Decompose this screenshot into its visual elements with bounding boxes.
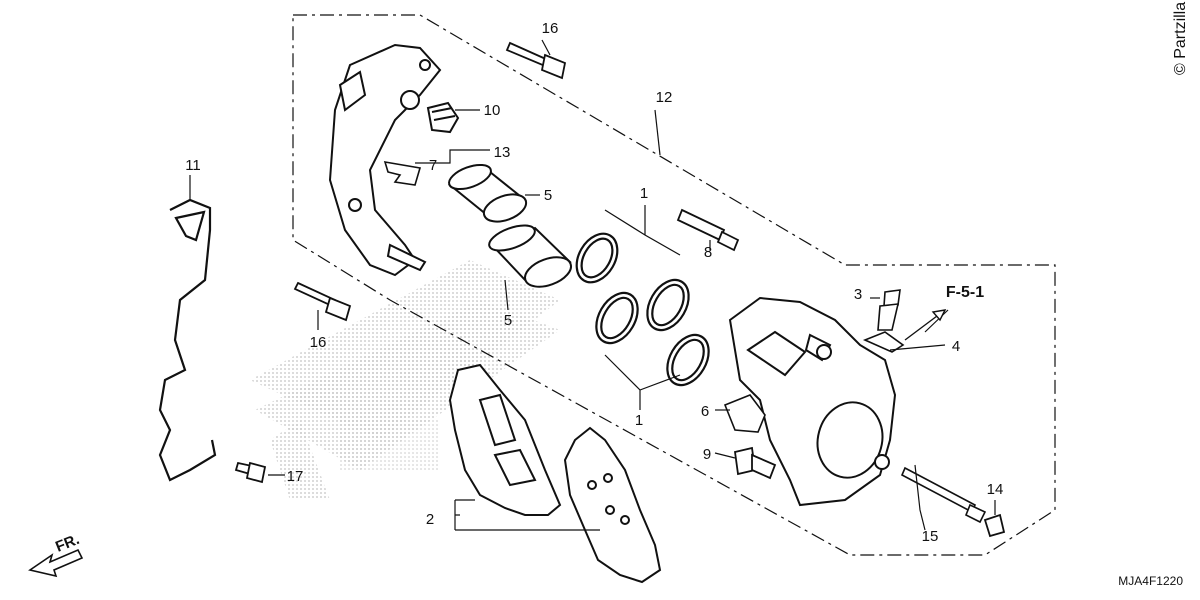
callout-9: 9 (703, 446, 711, 463)
bolt-9 (733, 446, 777, 480)
callout-4: 4 (952, 338, 960, 355)
reference-arrow (904, 309, 947, 341)
caliper-body (728, 296, 897, 507)
callout-8: 8 (704, 244, 712, 261)
piston-upper (447, 163, 528, 223)
pad-pin-15 (900, 466, 987, 524)
drawing-code: MJA4F1220 (1118, 574, 1183, 588)
pad-retainer (383, 160, 422, 186)
background-wing-logo (250, 260, 560, 500)
pin-8 (676, 208, 740, 252)
callout-13: 13 (494, 144, 511, 161)
bleeder-valve (877, 289, 901, 331)
brake-pad-front (448, 363, 562, 516)
boot-10 (426, 101, 460, 134)
seal-rings (575, 232, 710, 387)
callout-labels: 16 10 7 13 5 5 1 1 12 8 3 4 6 9 2 15 14 … (185, 20, 1003, 545)
leader-lines (189, 39, 996, 531)
callout-16-lower: 16 (310, 334, 327, 351)
callout-12: 12 (656, 89, 673, 106)
callout-15: 15 (922, 528, 939, 545)
caliper-bracket (328, 43, 442, 277)
reference-label: F-5-1 (946, 284, 984, 301)
bolt-17 (234, 461, 267, 484)
plug-14 (983, 513, 1006, 538)
piston-lower (488, 224, 572, 288)
callout-16-top: 16 (542, 20, 559, 37)
callout-10: 10 (484, 102, 501, 119)
callout-5-upper: 5 (544, 187, 552, 204)
pad-spring (723, 394, 766, 433)
bolt-16-top (505, 41, 567, 80)
callout-1-lower: 1 (635, 412, 643, 429)
bolt-16-lower (293, 281, 352, 322)
callout-3: 3 (854, 286, 862, 303)
callout-11: 11 (185, 157, 201, 174)
callout-5-lower: 5 (504, 312, 512, 329)
callout-14: 14 (987, 481, 1004, 498)
watermark-text: © Partzilla (1172, 2, 1189, 75)
callout-1-upper: 1 (640, 185, 648, 202)
callout-2: 2 (426, 511, 434, 528)
callout-6: 6 (701, 403, 709, 420)
assembly-outline-12 (292, 14, 1056, 556)
front-arrow-icon (28, 548, 84, 578)
callout-17: 17 (287, 468, 304, 485)
clip-4 (862, 331, 905, 353)
pad-wire-11 (158, 198, 217, 482)
callout-7: 7 (429, 157, 437, 174)
brake-pad-rear (563, 426, 662, 584)
